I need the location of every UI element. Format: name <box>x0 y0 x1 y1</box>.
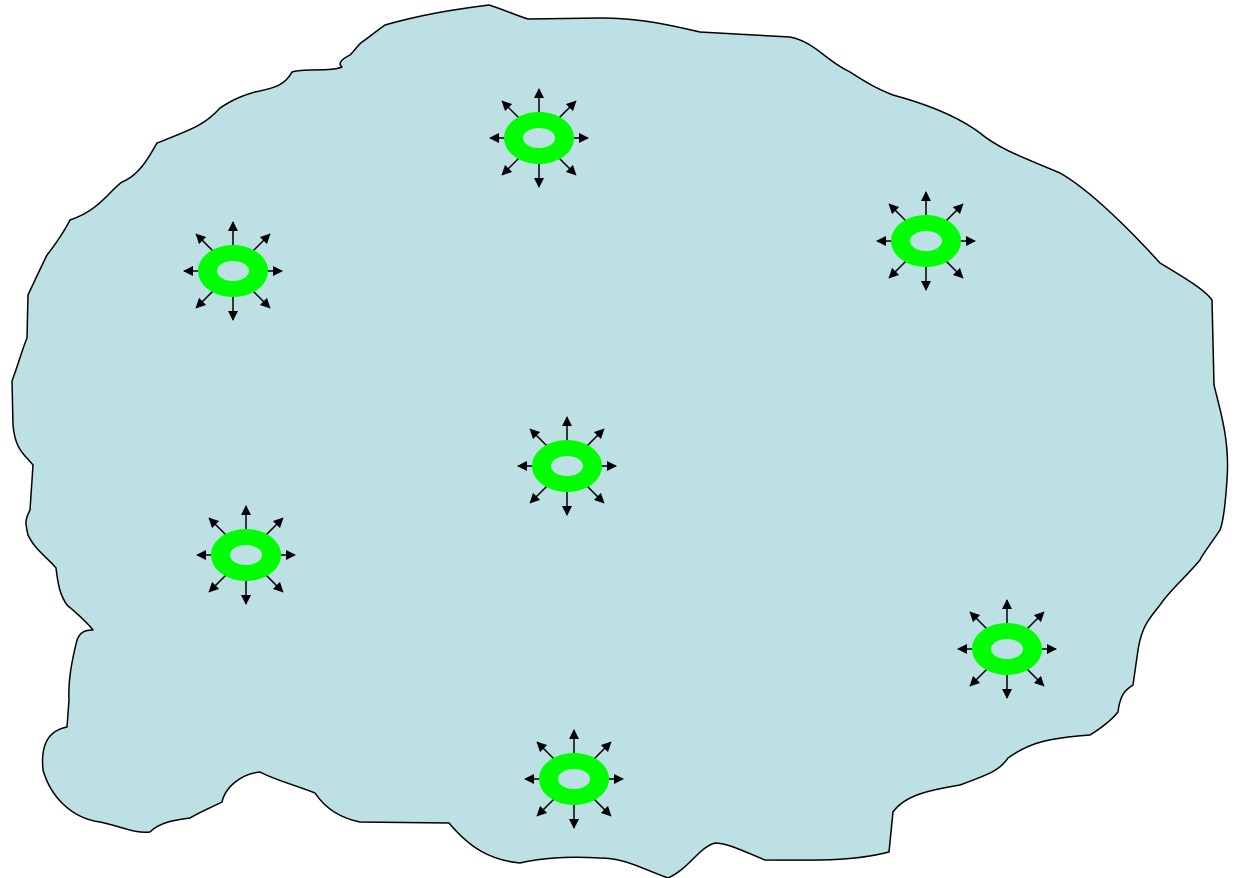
irregular-region-shape <box>12 5 1228 878</box>
ring-hole <box>217 261 249 281</box>
ring-hole <box>558 769 590 789</box>
emitter-3 <box>877 192 975 290</box>
emitter-4 <box>518 417 616 515</box>
ring-hole <box>230 545 262 565</box>
emitter-1 <box>490 89 588 187</box>
ring-hole <box>991 639 1023 659</box>
ring-hole <box>551 456 583 476</box>
emitter-2 <box>184 222 282 320</box>
emitter-7 <box>525 730 623 828</box>
ring-hole <box>523 128 555 148</box>
emitter-5 <box>197 506 295 604</box>
emitter-6 <box>958 600 1056 698</box>
ring-hole <box>910 231 942 251</box>
